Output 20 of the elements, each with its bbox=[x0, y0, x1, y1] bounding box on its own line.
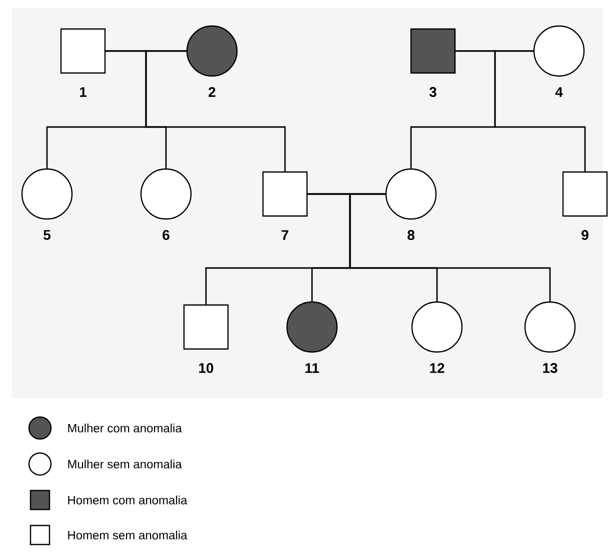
legend-text: Mulher sem anomalia bbox=[68, 460, 182, 468]
descent-line bbox=[494, 50, 586, 172]
individual-number: 3 bbox=[429, 87, 436, 97]
individual-number: 4 bbox=[555, 87, 563, 97]
legend-text: Homem sem anomalia bbox=[68, 530, 188, 540]
individual-number: 13 bbox=[543, 363, 558, 373]
individual-number: 6 bbox=[162, 230, 170, 240]
individual-number: 2 bbox=[208, 87, 216, 97]
individual-number: 1 bbox=[80, 87, 86, 97]
individual-number: 10 bbox=[199, 363, 214, 373]
individual-number: 11 bbox=[305, 363, 320, 373]
individual-number: 7 bbox=[282, 230, 288, 240]
individual-number: 9 bbox=[582, 230, 588, 240]
individual-number: 5 bbox=[44, 230, 50, 240]
descent-line bbox=[349, 193, 551, 302]
legend-text: Homem com anomalia bbox=[68, 496, 188, 504]
individual-number: 8 bbox=[408, 230, 414, 240]
descent-line bbox=[145, 50, 286, 172]
individual-number: 12 bbox=[430, 363, 444, 373]
legend-text: Mulher com anomalia bbox=[68, 424, 182, 432]
